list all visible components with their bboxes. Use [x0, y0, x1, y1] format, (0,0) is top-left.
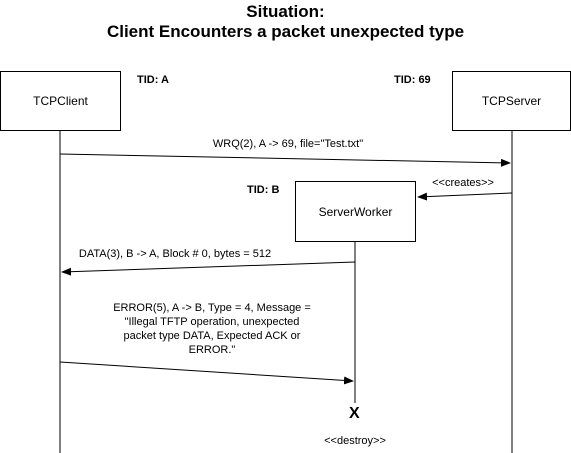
diagram-title-line1: Situation: [246, 2, 325, 21]
creates-arrow [417, 192, 513, 201]
server-tid-label: TID: 69 [394, 74, 431, 86]
destroy-x-icon: X [349, 405, 360, 422]
error-message-line2: "Illegal TFTP operation, unexpected [124, 316, 300, 328]
error-message-line3: packet type DATA, Expected ACK or [123, 330, 301, 342]
serverworker-name: ServerWorker [318, 204, 393, 219]
diagram-title-line2: Client Encounters a packet unexpected ty… [106, 22, 465, 41]
wrq-message-label: WRQ(2), A -> 69, file="Test.txt" [212, 138, 364, 150]
serverworker-participant-box: ServerWorker [295, 181, 416, 242]
error-message-line1: ERROR(5), A -> B, Type = 4, Message = [113, 302, 311, 314]
data-arrow [61, 261, 356, 276]
tcpclient-name: TCPClient [33, 94, 88, 108]
tcpclient-participant-box: TCPClient [0, 71, 121, 131]
error-message-line4: ERROR." [188, 344, 236, 356]
worker-tid-label: TID: B [247, 184, 280, 196]
tcpserver-participant-box: TCPServer [452, 71, 571, 131]
error-arrow [59, 361, 354, 385]
data-message-label: DATA(3), B -> A, Block # 0, bytes = 512 [78, 248, 272, 260]
error-message-label: ERROR(5), A -> B, Type = 4, Message = "I… [92, 301, 332, 357]
destroy-label: <<destroy>> [324, 435, 386, 447]
creates-message-label: <<creates>> [432, 177, 494, 189]
tcpserver-name: TCPServer [481, 94, 542, 108]
client-tid-label: TID: A [137, 74, 169, 86]
wrq-arrow [59, 153, 511, 167]
